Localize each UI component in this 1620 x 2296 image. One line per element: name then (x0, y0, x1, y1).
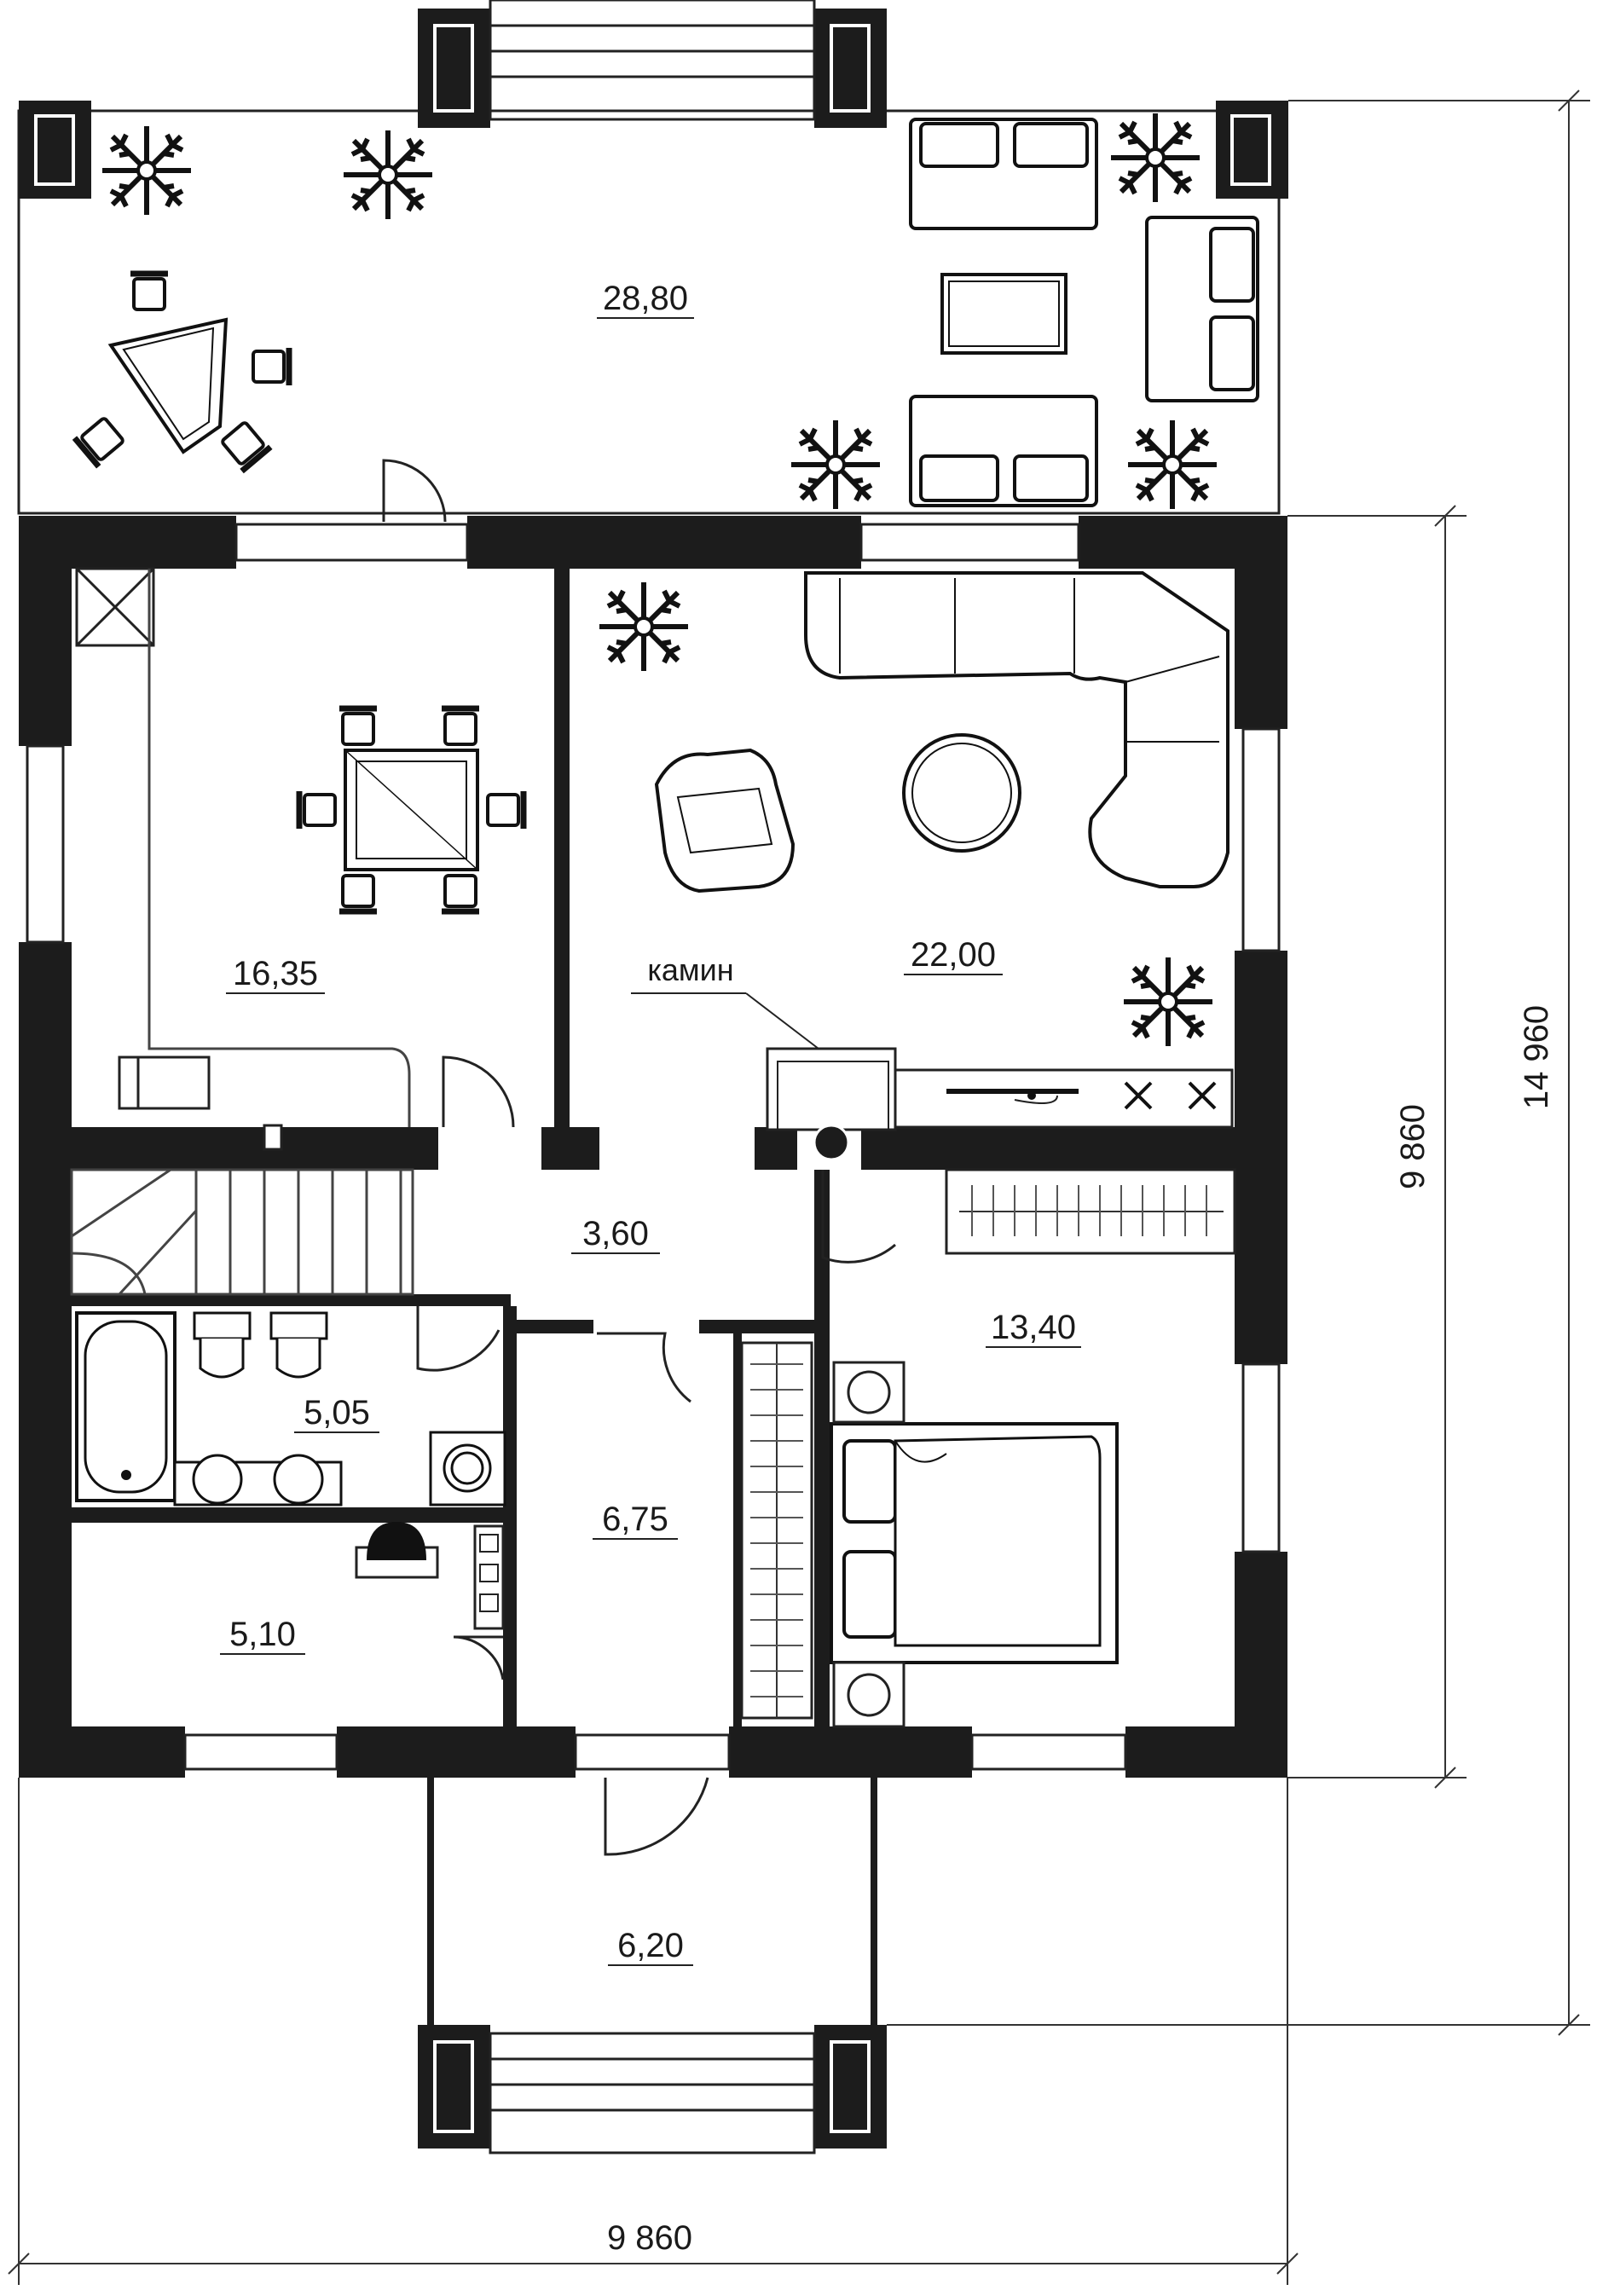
area-porch: 6,20 (617, 1927, 684, 1964)
area-terrace: 28,80 (603, 280, 688, 317)
terrace-door[interactable] (382, 459, 447, 523)
dressing-door[interactable] (597, 1332, 691, 1403)
boiler-icon (355, 1522, 505, 1630)
top-stairs (489, 0, 816, 121)
porch-pillar-right (814, 2025, 887, 2149)
room-hall (70, 1168, 896, 1403)
bathroom-door[interactable] (416, 1306, 500, 1372)
sink-icon (173, 1454, 343, 1507)
kitchen-door[interactable] (442, 1055, 515, 1128)
bed-icon (830, 1422, 1119, 1664)
room-dressing (740, 1341, 813, 1720)
bathtub-icon (75, 1311, 176, 1502)
windows (26, 523, 1281, 1771)
area-living: 22,00 (911, 936, 996, 974)
fireplace-icon (631, 992, 897, 1161)
fireplace-label: камин (647, 952, 733, 987)
plant-icon (344, 130, 432, 219)
terrace (17, 0, 1288, 523)
plant-icon (1124, 957, 1212, 1046)
house-walls (19, 516, 1287, 1778)
stair-pillar-right (814, 9, 887, 128)
room-boiler (355, 1522, 505, 1680)
terrace-dining-table-icon (74, 274, 289, 471)
plant-icon (1128, 420, 1217, 509)
room-kitchen-dining (75, 567, 524, 1151)
area-dressing: 6,75 (602, 1501, 668, 1538)
dimension-width: 9 860 (607, 2219, 692, 2257)
entrance-door[interactable] (604, 1777, 709, 1856)
dimension-labels: 9 860 9 860 14 960 (607, 1005, 1555, 2257)
wardrobe-icon (945, 1168, 1236, 1255)
dimension-lines (8, 90, 1590, 2285)
terrace-sofa-icon (909, 118, 1259, 507)
dining-table-icon (299, 708, 524, 911)
area-hall: 3,60 (582, 1215, 649, 1252)
area-bedroom: 13,40 (991, 1309, 1076, 1346)
plant-icon (1111, 113, 1200, 202)
room-bedroom (830, 1168, 1236, 1728)
room-living (599, 571, 1234, 1161)
room-bathroom (75, 1311, 506, 1507)
dimension-house-depth: 9 860 (1394, 1104, 1432, 1189)
armchair-icon (654, 748, 796, 894)
area-kitchen-dining: 16,35 (233, 955, 318, 992)
nightstand-icon (832, 1361, 905, 1728)
plant-icon (599, 582, 688, 671)
plant-icon (102, 126, 191, 215)
porch (418, 1777, 887, 2154)
stair-pillar-left (418, 9, 490, 128)
coffee-table-icon (902, 733, 1021, 853)
plant-icon (791, 420, 880, 509)
area-labels: 28,80 16,35 22,00 камин 3,60 13,40 5,05 … (220, 280, 1081, 1966)
area-bathroom: 5,05 (304, 1394, 370, 1431)
dimension-total-depth: 14 960 (1518, 1005, 1555, 1109)
tv-console-icon (894, 1068, 1234, 1129)
sofa-icon (804, 571, 1229, 888)
washer-icon (429, 1431, 506, 1507)
boiler-door[interactable] (453, 1635, 505, 1680)
porch-pillar-left (418, 2025, 490, 2149)
stair-icon (70, 1168, 414, 1296)
toilet-icon (193, 1311, 328, 1379)
bedroom-door[interactable] (821, 1170, 896, 1264)
bottom-stairs (489, 2032, 816, 2154)
area-boiler: 5,10 (229, 1616, 296, 1653)
